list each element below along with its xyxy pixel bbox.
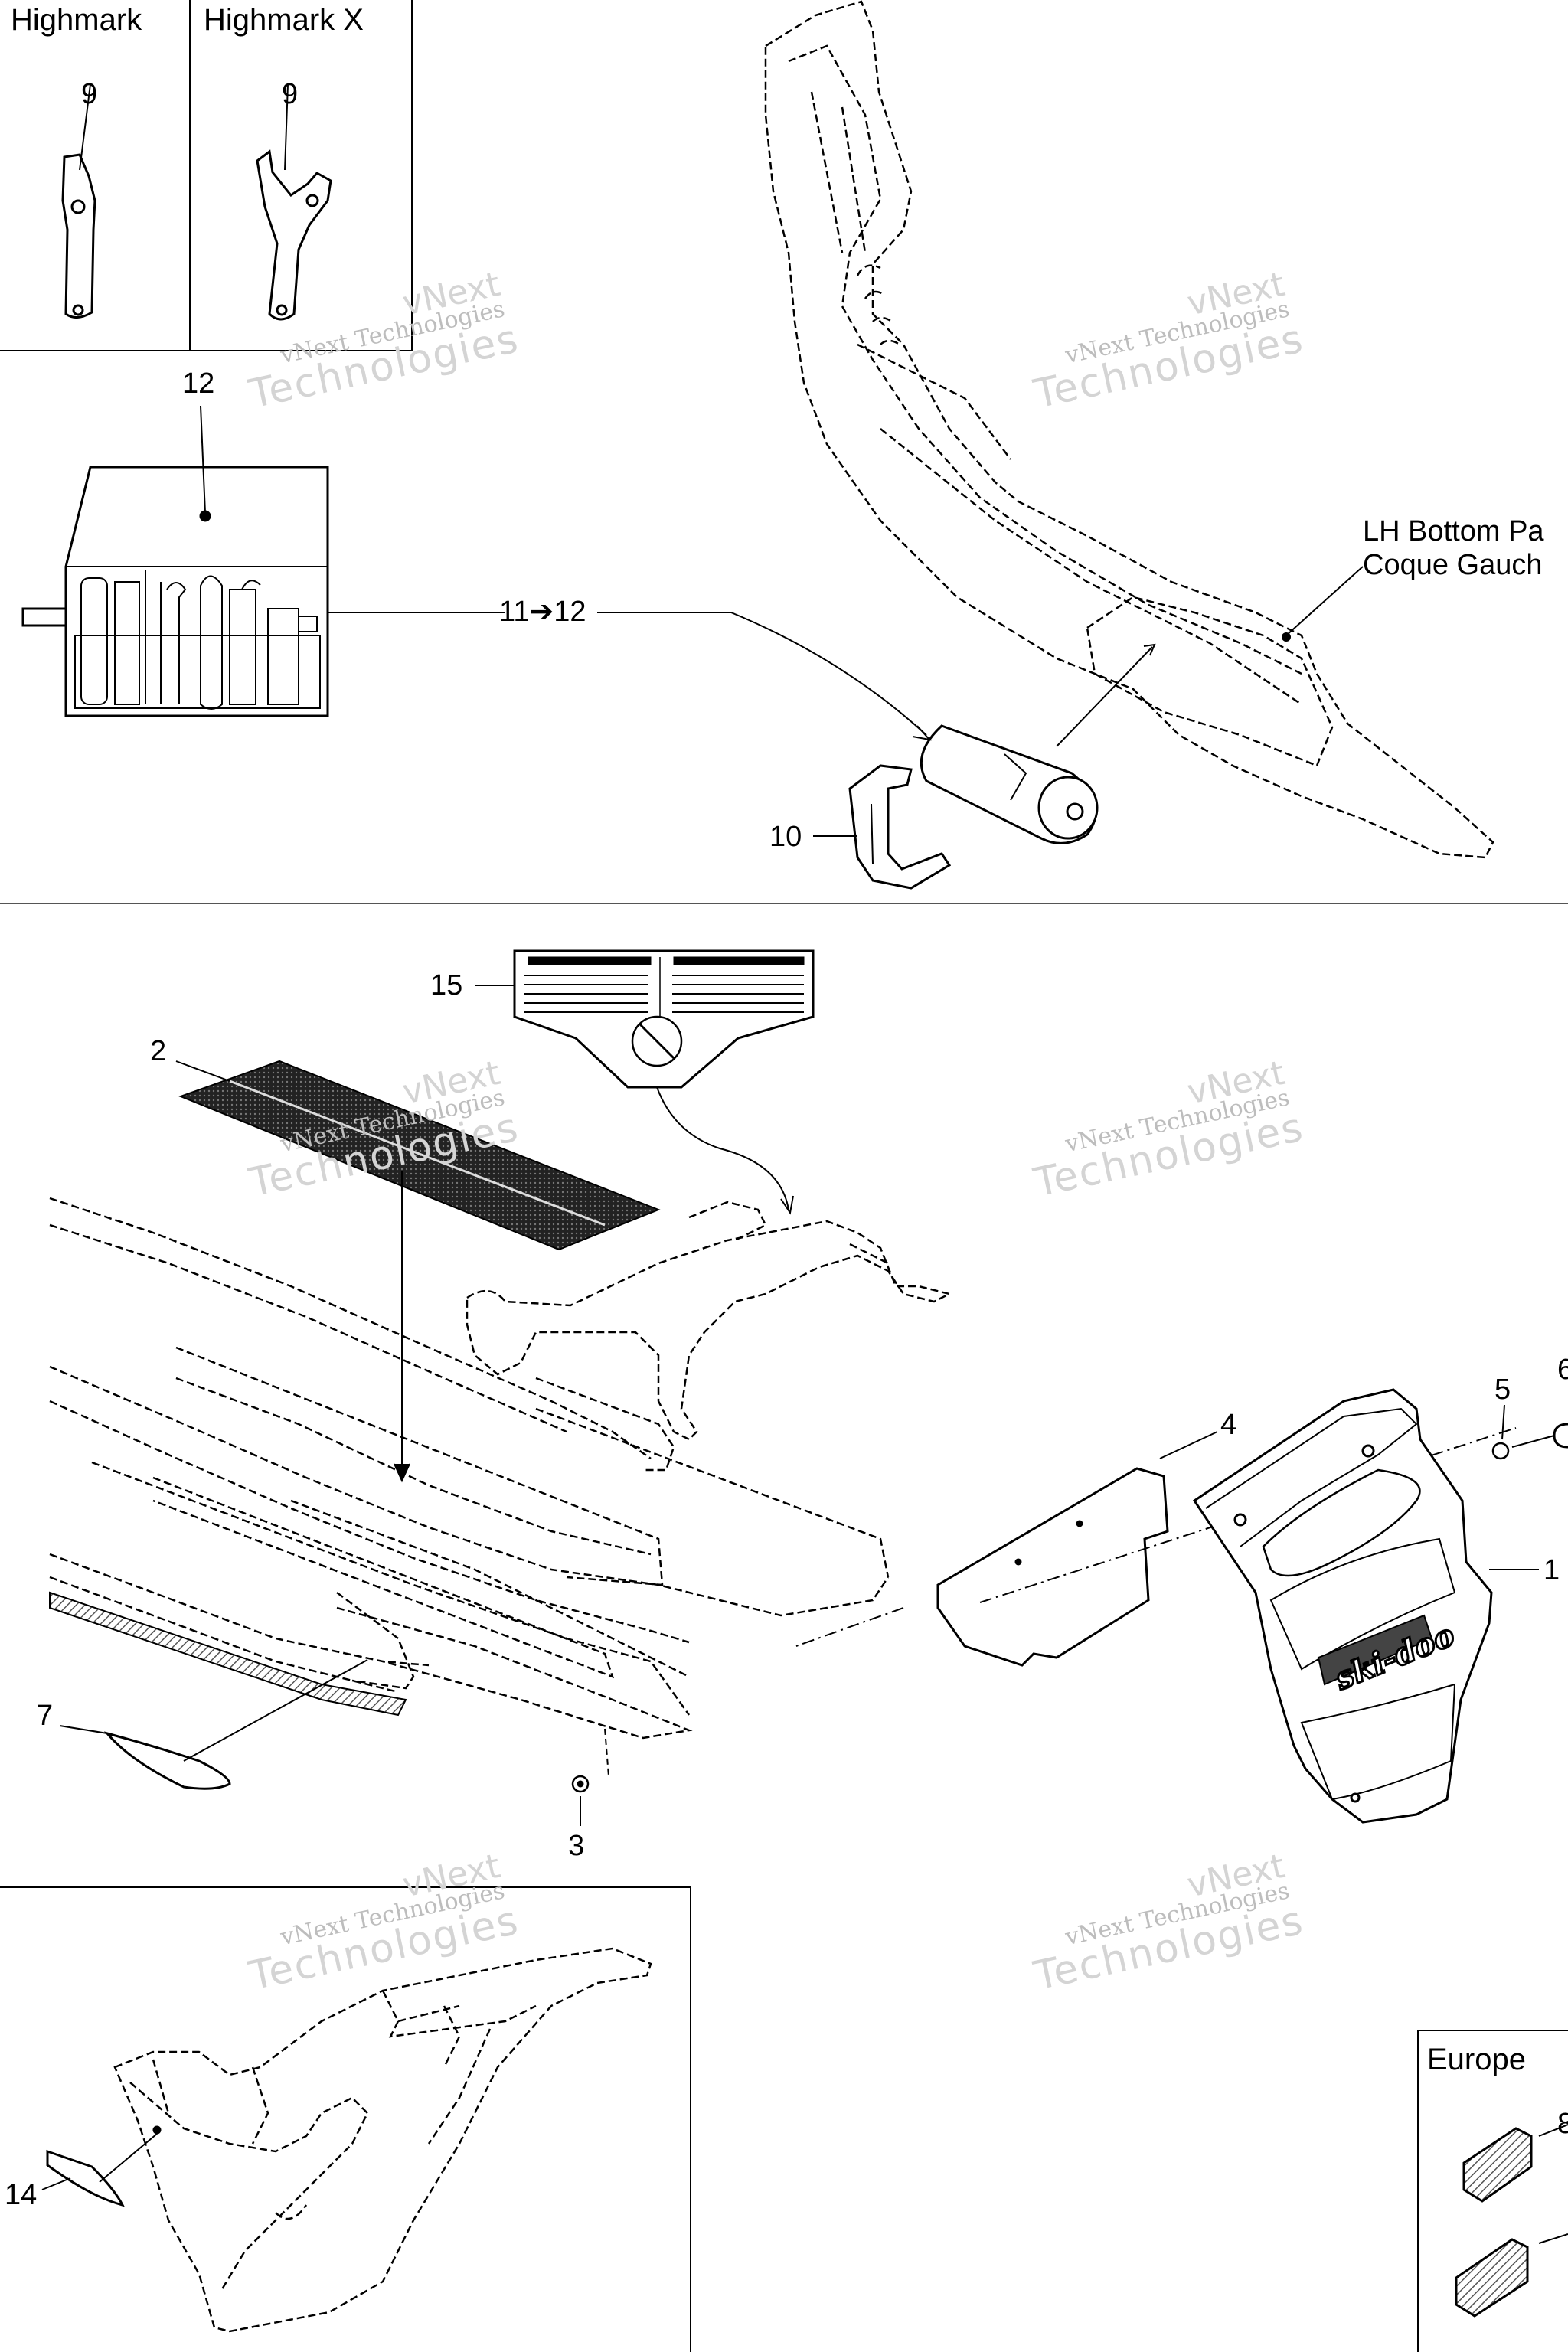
callout-9-highmark-x: 9 <box>282 78 299 110</box>
part-12-tool-kit <box>21 405 490 717</box>
part-2-strip <box>175 1060 661 1483</box>
lh-bottom-pan <box>764 0 1494 859</box>
part-9-bracket-highmark <box>61 83 96 318</box>
lh-bottom-pan-label-line2: Coque Gauch <box>1363 549 1543 581</box>
lh-bottom-pan-label-line1: LH Bottom Pa <box>1363 515 1544 547</box>
bottom-left-inset-frame <box>0 1886 691 2352</box>
callout-5: 5 <box>1494 1374 1511 1406</box>
lh-bottom-pan-label: LH Bottom Pa Coque Gauch <box>1363 514 1544 582</box>
part-15-warning-label <box>475 949 815 1215</box>
callout-3: 3 <box>568 1830 585 1862</box>
callout-14: 14 <box>5 2179 38 2211</box>
callout-11-12: 11➔12 <box>499 596 586 628</box>
callout-8: 8 <box>1557 2108 1568 2140</box>
lh-bottom-pan-leader <box>1282 566 1364 642</box>
callout-15: 15 <box>430 969 463 1001</box>
callout-9-highmark: 9 <box>81 78 98 110</box>
part-10-roller <box>920 724 1099 844</box>
inset-label-highmark: Highmark <box>11 3 142 37</box>
leader-11-to-12 <box>490 612 1156 747</box>
part-7-decal <box>59 1659 368 1790</box>
callout-4: 4 <box>1220 1409 1237 1441</box>
inset-label-highmark-x: Highmark X <box>204 3 364 37</box>
highmark-inset-frame <box>0 0 413 351</box>
inset-label-europe: Europe <box>1427 2043 1526 2076</box>
tunnel-assembly <box>49 1197 890 1740</box>
part-1-snow-flap: ski-doo <box>1192 1388 1539 1824</box>
part-9-bracket-highmark-x <box>256 83 332 321</box>
part-8-reflectors <box>1455 2124 1568 2318</box>
europe-inset-frame <box>1417 2030 1568 2352</box>
part-10-clip <box>813 764 952 890</box>
callout-7: 7 <box>37 1700 54 1732</box>
part-6-nut <box>1553 1423 1568 1449</box>
callout-10: 10 <box>769 821 802 853</box>
part-14-decal <box>41 2125 162 2207</box>
part-5-bolt <box>1491 1404 1555 1460</box>
part-14-front-cover <box>113 1947 652 2333</box>
part-4-plate <box>936 1431 1218 1667</box>
tunnel-edge-strip <box>49 1591 407 1717</box>
part-3-rivet <box>571 1728 609 1826</box>
rear-bumper-frame <box>466 1200 952 1441</box>
callout-2: 2 <box>150 1035 167 1067</box>
callout-6: 6 <box>1557 1354 1568 1386</box>
callout-1: 1 <box>1544 1554 1560 1586</box>
callout-12: 12 <box>182 368 215 400</box>
